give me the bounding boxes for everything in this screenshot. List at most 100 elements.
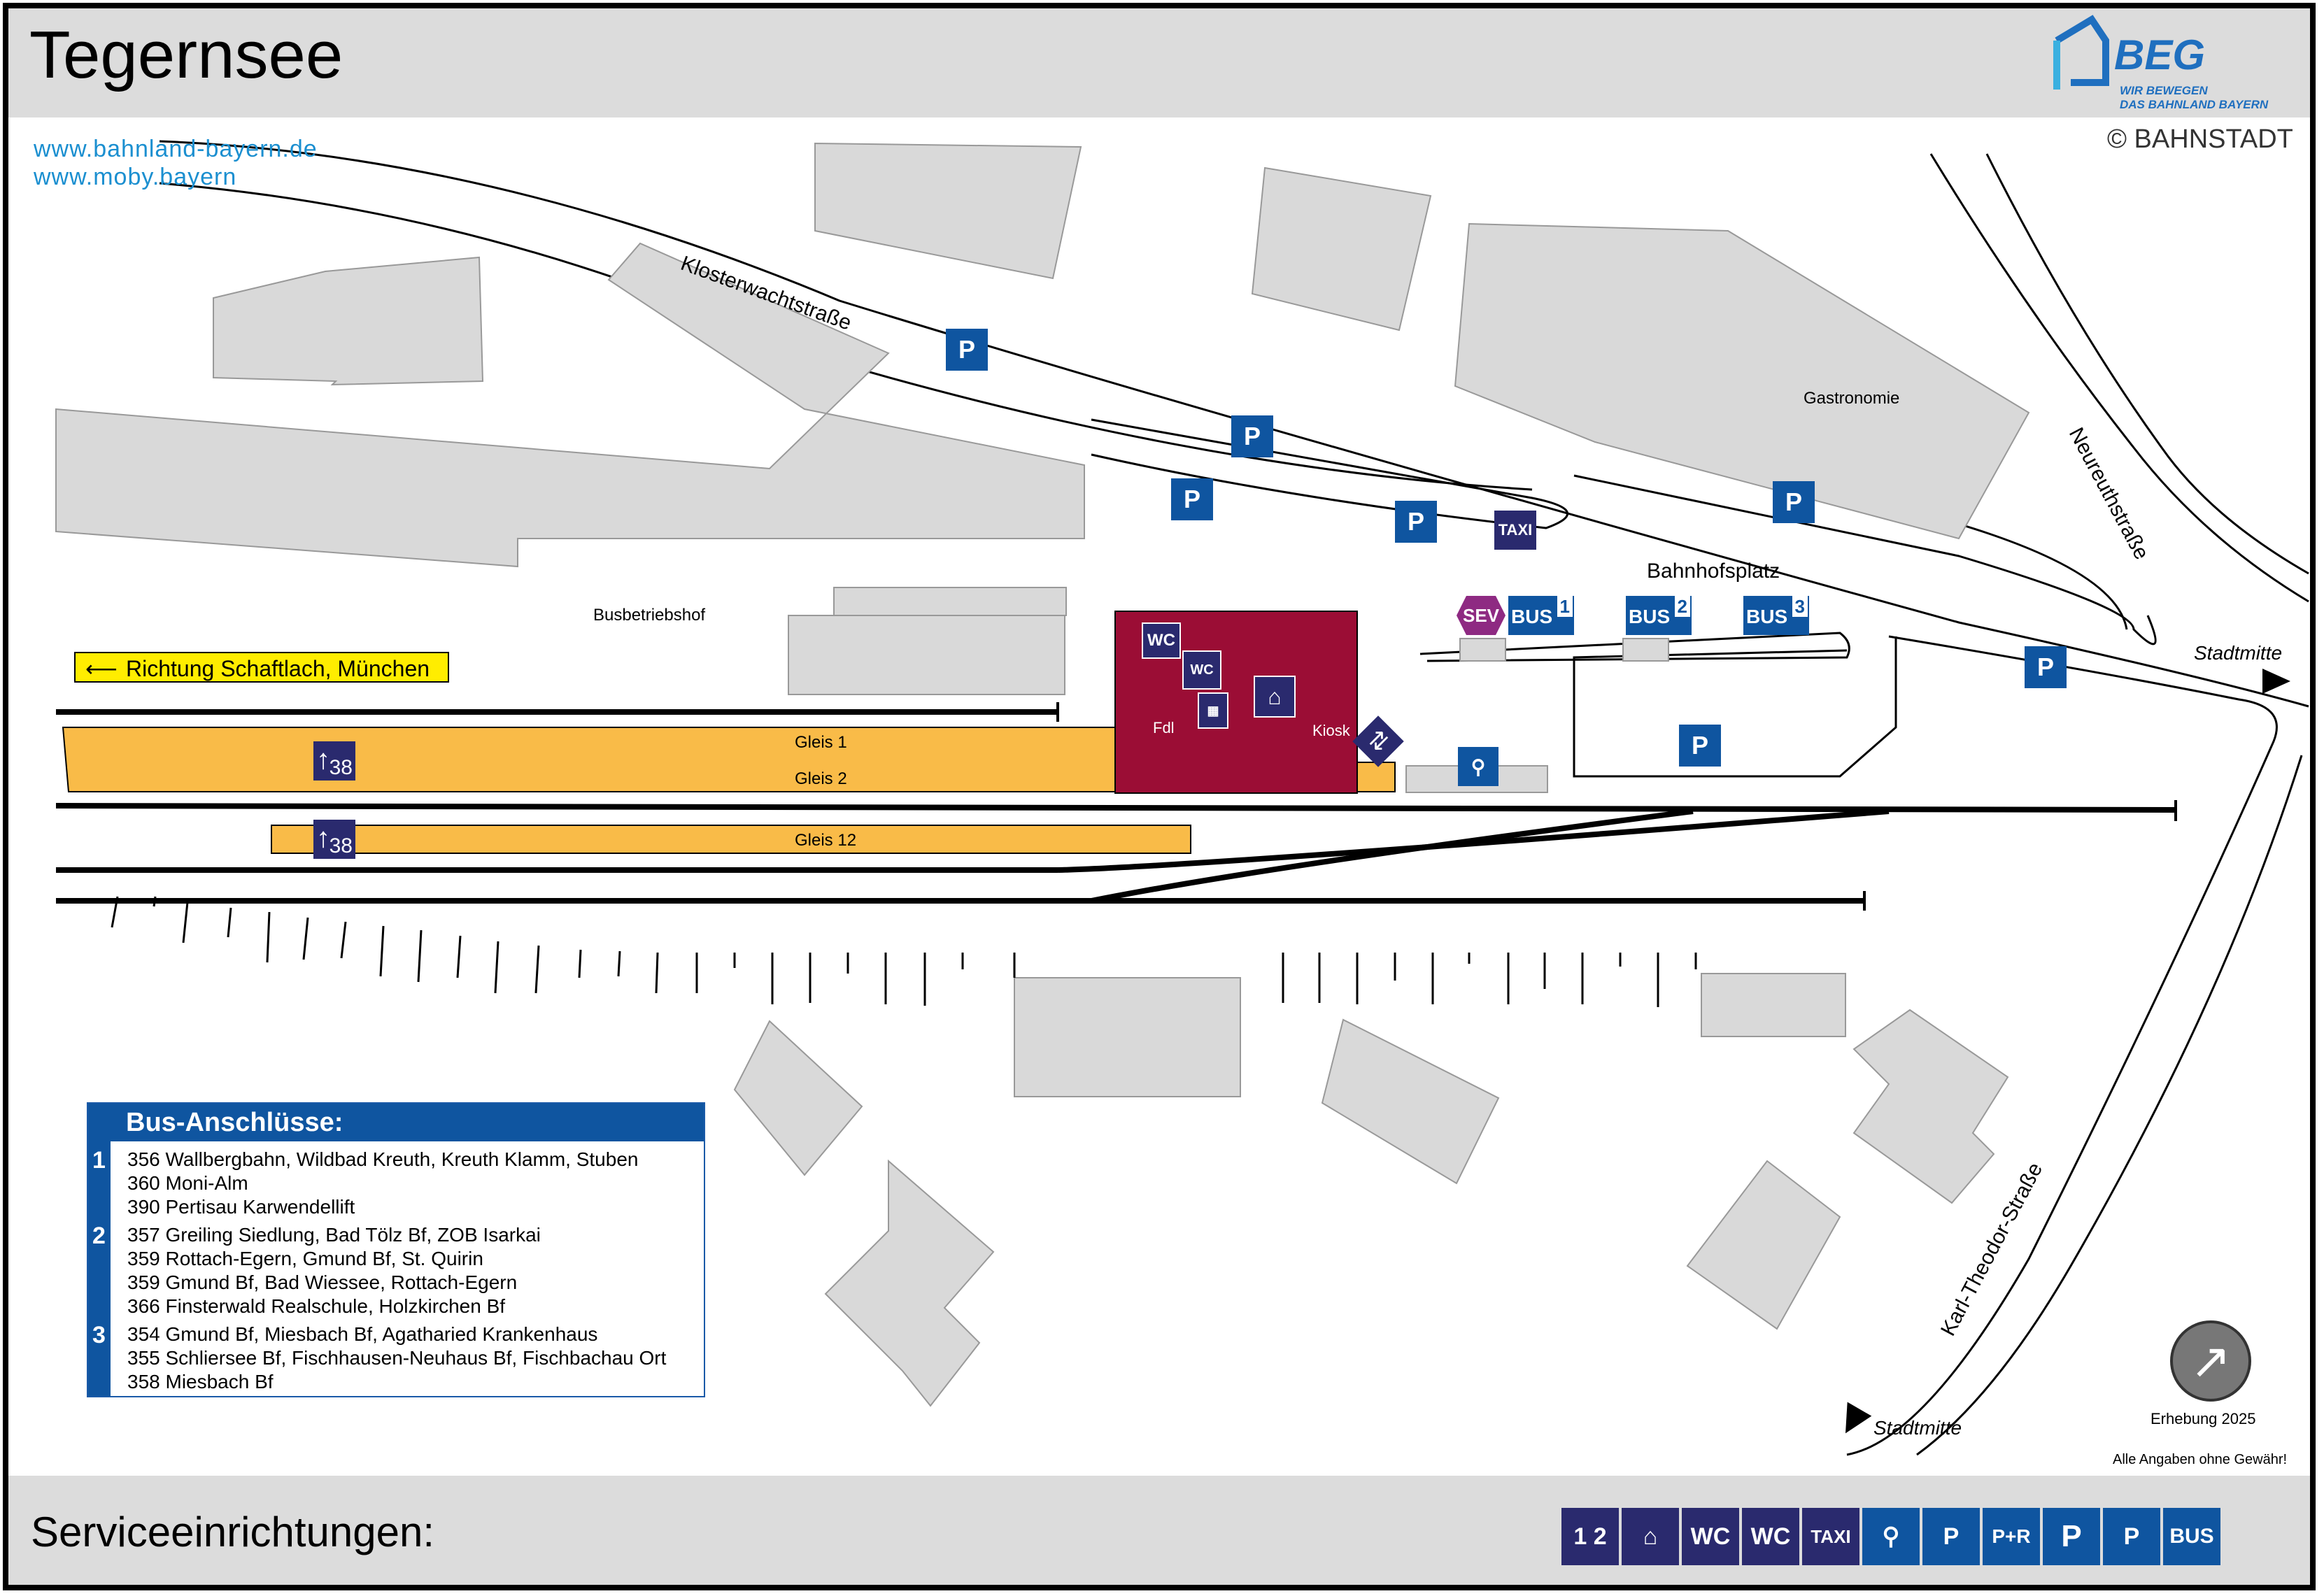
buffer-stops: [1056, 702, 2177, 911]
label-bahnhofsplatz: Bahnhofsplatz: [1647, 560, 1780, 583]
accessible-parking-icon: P: [1922, 1508, 1980, 1565]
building-gastronomie: [1454, 222, 2030, 540]
bike-parking-icon: ⚲: [1458, 747, 1498, 786]
map-frame: [3, 3, 2316, 1590]
bus-line: 359 Gmund Bf, Bad Wiessee, Rottach-Egern: [127, 1271, 518, 1293]
building-4: [55, 242, 1085, 568]
bus-line: 360 Moni-Alm: [127, 1172, 248, 1194]
beg-tagline-2: DAS BAHNLAND BAYERN: [2120, 98, 2269, 111]
label-gastronomie: Gastronomie: [1804, 389, 1900, 408]
road-karl-east: [1916, 755, 2303, 1456]
bus-line: 359 Rottach-Egern, Gmund Bf, St. Quirin: [127, 1248, 483, 1269]
road-kloster-north: [159, 140, 2309, 708]
accessible-parking-icon: P: [1395, 501, 1437, 543]
building-south-5: [1701, 973, 1846, 1037]
building-south-6: [1852, 1009, 2009, 1204]
roads: [159, 140, 2309, 1456]
bus-connections-panel: Bus-Anschlüsse: 1 356 Wallbergbahn, Wild…: [87, 1102, 705, 1397]
building-south-1: [1014, 977, 1241, 1097]
label-gleis-12: Gleis 12: [795, 831, 857, 850]
label-gleis-2: Gleis 2: [795, 769, 847, 788]
waiting-room-icon: ⌂: [1622, 1508, 1679, 1565]
bus-line: 390 Pertisau Karwendellift: [127, 1196, 355, 1218]
bus-panel-title: Bus-Anschlüsse:: [88, 1104, 704, 1141]
bus-line: 356 Wallbergbahn, Wildbad Kreuth, Kreuth…: [127, 1148, 639, 1170]
label-fdl: Fdl: [1153, 719, 1175, 736]
survey-year: Erhebung 2025: [2151, 1410, 2256, 1427]
building-3: [213, 256, 484, 386]
shelter-2: [1622, 638, 1669, 662]
building-south-2: [733, 1020, 863, 1176]
header-bar: [8, 8, 2316, 117]
accessible-wc-icon: WC: [1182, 650, 1221, 690]
copyright-bahnstadt: © BAHNSTADT: [2107, 124, 2293, 154]
short-term-parking-icon: P: [1231, 415, 1273, 457]
beg-logo-icon: [2053, 15, 2109, 90]
parking-icon: P: [1171, 478, 1213, 520]
bus-panel-stop-3: 3: [92, 1322, 106, 1348]
track-main: [55, 803, 2176, 813]
services-title: Serviceeinrichtungen:: [31, 1509, 435, 1555]
services-legend: 1 2 ⌂ WC WC TAXI ⚲ P P+R P P BUS: [1561, 1508, 2220, 1565]
road-bahnhofsplatz-lot: [1573, 636, 1897, 778]
platform-height-icon-1: ↑38: [313, 741, 355, 781]
short-term-parking-icon: P: [946, 329, 988, 371]
track-switch-1: [1057, 808, 1890, 873]
sev-icon: SEV: [1457, 596, 1505, 635]
platform-extension: [1352, 762, 1396, 792]
bus-panel-stop-1: 1: [92, 1147, 106, 1174]
label-gleis-1: Gleis 1: [795, 733, 847, 752]
parking-icon: P: [2043, 1508, 2100, 1565]
accessible-wc-icon: WC: [1682, 1508, 1739, 1565]
track-switch-2: [1091, 808, 1694, 904]
link-bahnland-bayern[interactable]: www.bahnland-bayern.de: [34, 136, 318, 162]
platform-height-icon-2: ↑38: [313, 820, 355, 859]
building-bus-depot-top: [833, 587, 1067, 616]
link-moby-bayern[interactable]: www.moby.bayern: [34, 164, 237, 190]
tracks: [55, 709, 2176, 904]
direction-sign: ⟵ Richtung Schaftlach, München: [74, 652, 449, 683]
bus-line: 357 Greiling Siedlung, Bad Tölz Bf, ZOB …: [127, 1224, 541, 1246]
short-term-parking-icon: P: [2103, 1508, 2160, 1565]
road-karl-west: [1846, 635, 2278, 1456]
bus-panel-stop-2: 2: [92, 1223, 106, 1249]
reservation-icon: ▦: [1198, 692, 1228, 729]
shelter-1: [1459, 638, 1506, 662]
building-south-4: [1321, 1018, 1500, 1185]
bus-line: 355 Schliersee Bf, Fischhausen-Neuhaus B…: [127, 1347, 667, 1369]
page-title: Tegernsee: [29, 17, 343, 92]
bus-line: 366 Finsterwald Realschule, Holzkirchen …: [127, 1295, 506, 1317]
reservation-icon: 1 2: [1561, 1508, 1619, 1565]
wc-icon: WC: [1142, 622, 1181, 659]
taxi-icon: TAXI: [1802, 1508, 1859, 1565]
fence-ticks: [111, 896, 1697, 1007]
arrow-right-icon: [2262, 669, 2290, 694]
road-parking-north: [1573, 474, 2157, 646]
label-stadtmitte-bottom: Stadtmitte: [1873, 1417, 1962, 1439]
parking-icon: P: [1679, 725, 1721, 767]
label-busbetriebshof: Busbetriebshof: [593, 606, 706, 625]
direction-sign-label: Richtung Schaftlach, München: [126, 656, 430, 681]
bus-line: 354 Gmund Bf, Miesbach Bf, Agatharied Kr…: [127, 1323, 598, 1345]
bus-panel-stripe: [88, 1141, 111, 1396]
beg-tagline-1: WIR BEWEGEN: [2120, 84, 2208, 97]
north-arrow-icon: ↗: [2170, 1320, 2251, 1402]
building-south-3: [824, 1159, 995, 1407]
beg-logo-text: BEG: [2114, 31, 2206, 78]
building-2: [1251, 166, 1432, 332]
building-bus-depot: [788, 615, 1065, 695]
bus-line: 358 Miesbach Bf: [127, 1371, 274, 1392]
disclaimer: Alle Angaben ohne Gewähr!: [2113, 1452, 2288, 1467]
road-parking-loop: [1091, 418, 1569, 529]
label-stadtmitte-top: Stadtmitte: [2194, 642, 2283, 664]
taxi-icon: TAXI: [1494, 511, 1536, 550]
buildings: [55, 142, 2030, 1407]
arrow-left-icon: ⟵: [85, 656, 118, 681]
parking-icon: P: [1773, 481, 1815, 523]
wc-icon: WC: [1742, 1508, 1799, 1565]
building-south-7: [1686, 1160, 1841, 1330]
